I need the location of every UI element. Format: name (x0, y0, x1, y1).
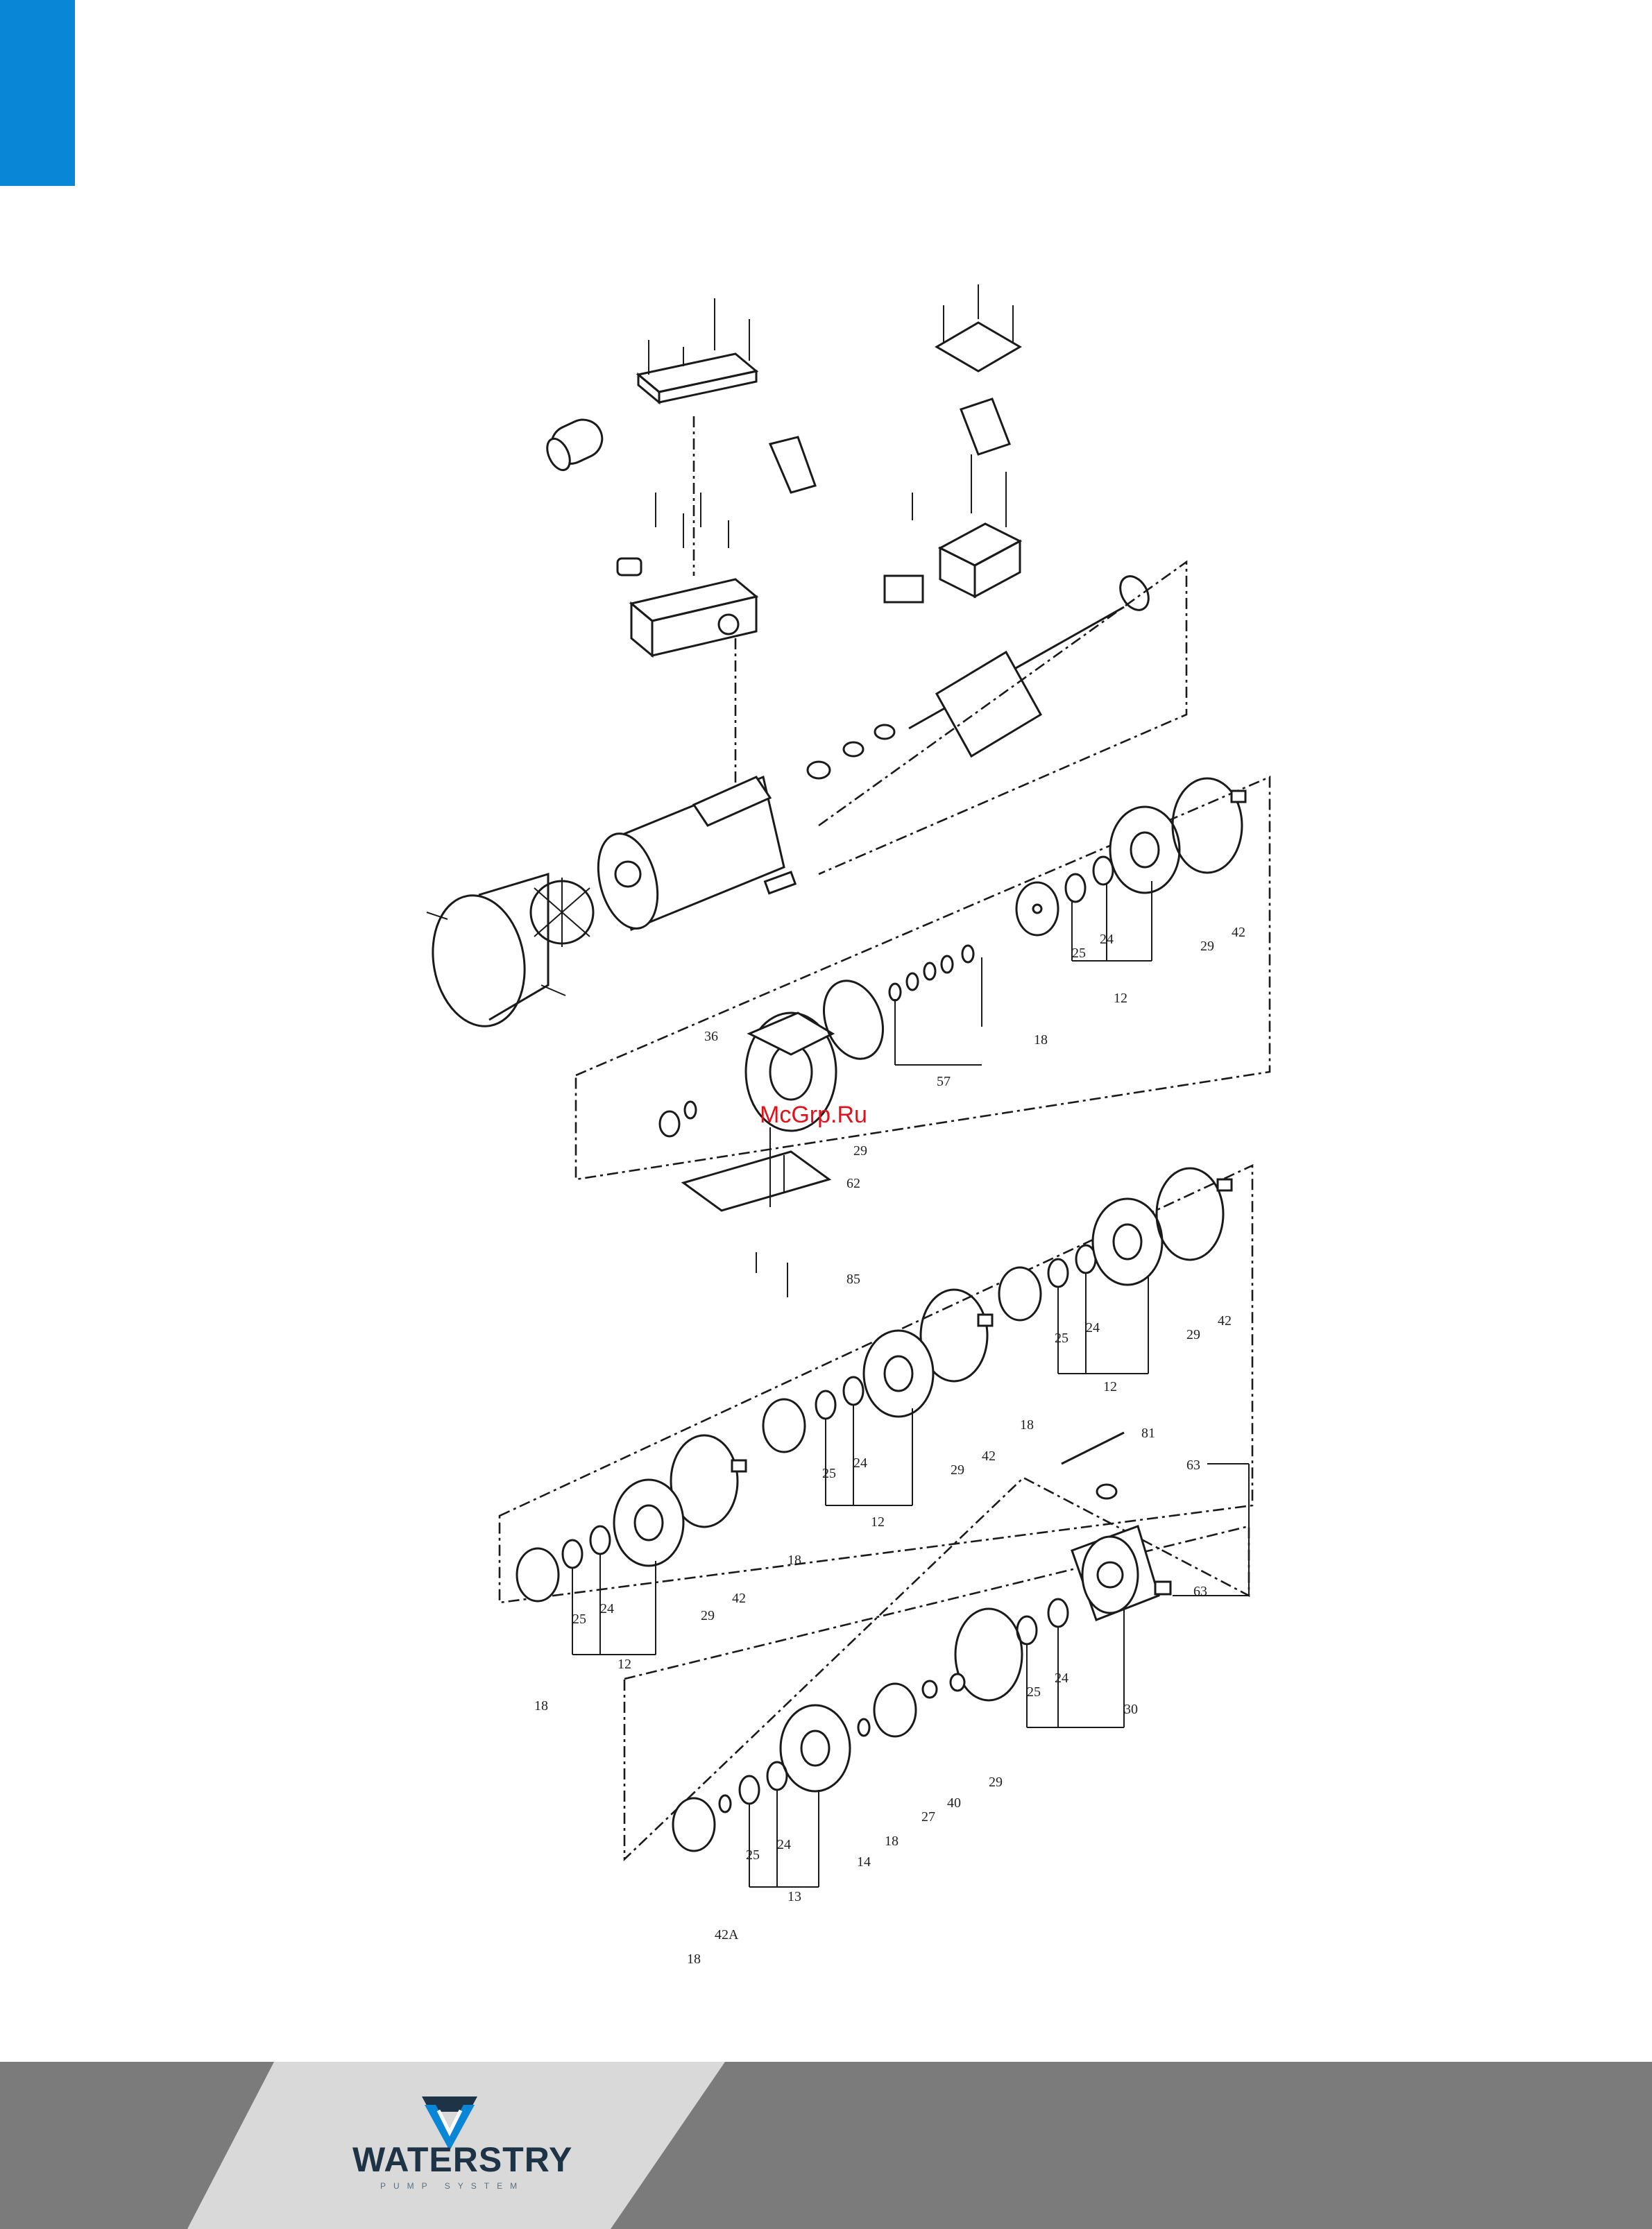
label-57: 57 (937, 1074, 951, 1089)
label-29: 29 (853, 1143, 867, 1159)
label-29: 29 (951, 1462, 964, 1478)
label-18: 18 (1020, 1417, 1034, 1433)
label-85: 85 (846, 1272, 860, 1287)
label-25: 25 (746, 1847, 760, 1863)
label-42: 42 (732, 1591, 746, 1606)
terminal-box-right (885, 284, 1020, 602)
label-25: 25 (572, 1612, 586, 1627)
label-42: 42 (982, 1449, 996, 1464)
label-18: 18 (885, 1834, 899, 1849)
label-25: 25 (822, 1466, 836, 1481)
label-13: 13 (787, 1889, 801, 1904)
callout-labels: 36 18 25 24 12 29 42 57 29 62 85 29 42 2… (534, 925, 1245, 1967)
terminal-box-left (543, 298, 815, 819)
label-12: 12 (1103, 1379, 1117, 1394)
label-18: 18 (687, 1952, 701, 1967)
label-63: 63 (1193, 1584, 1207, 1599)
footer-band (0, 2062, 1652, 2229)
label-40: 40 (947, 1795, 961, 1811)
label-42A: 42A (715, 1927, 739, 1942)
watermark: McGrp.Ru (760, 1102, 867, 1128)
brand-name: WATERSTRY (352, 2140, 572, 2180)
label-24: 24 (600, 1601, 614, 1616)
label-29: 29 (1200, 939, 1214, 954)
label-18: 18 (787, 1553, 801, 1568)
label-36: 36 (704, 1029, 718, 1044)
label-25: 25 (1055, 1331, 1068, 1346)
label-29: 29 (1186, 1327, 1200, 1342)
label-27: 27 (921, 1809, 935, 1825)
label-25: 25 (1027, 1684, 1041, 1700)
label-42: 42 (1232, 925, 1245, 940)
label-24: 24 (1100, 932, 1114, 947)
label-18: 18 (1034, 1032, 1048, 1048)
label-24: 24 (1055, 1671, 1068, 1686)
label-25: 25 (1072, 946, 1086, 961)
motor-housing (423, 777, 795, 1034)
label-24: 24 (1086, 1320, 1100, 1335)
label-24: 24 (853, 1455, 867, 1471)
label-18: 18 (534, 1698, 548, 1714)
label-29: 29 (701, 1608, 715, 1623)
label-81: 81 (1141, 1426, 1155, 1441)
label-29: 29 (989, 1775, 1003, 1790)
label-14: 14 (857, 1854, 871, 1870)
label-63: 63 (1186, 1458, 1200, 1473)
label-12: 12 (871, 1514, 885, 1530)
pump-stage-lower (624, 1433, 1249, 1887)
label-12: 12 (618, 1657, 631, 1672)
label-24: 24 (777, 1837, 791, 1852)
label-42: 42 (1218, 1313, 1232, 1329)
brand-subtitle: PUMP SYSTEM (380, 2181, 525, 2191)
label-12: 12 (1114, 991, 1127, 1006)
label-62: 62 (846, 1176, 860, 1191)
label-30: 30 (1124, 1702, 1138, 1717)
